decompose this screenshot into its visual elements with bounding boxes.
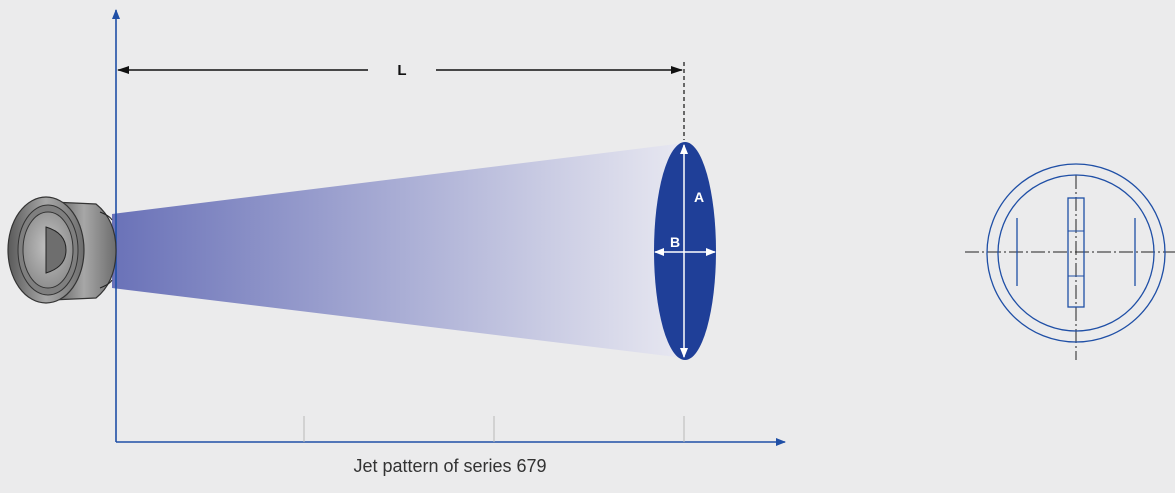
dimension-b-label: B: [670, 234, 680, 250]
spray-pattern-ellipse: [654, 142, 716, 360]
nozzle-front-view: [965, 163, 1175, 360]
dimension-a-label: A: [694, 189, 704, 205]
nozzle: [7, 196, 117, 304]
dimension-l-label: L: [397, 62, 406, 79]
jet-spray: [112, 143, 684, 358]
diagram-caption: Jet pattern of series 679: [353, 456, 547, 476]
